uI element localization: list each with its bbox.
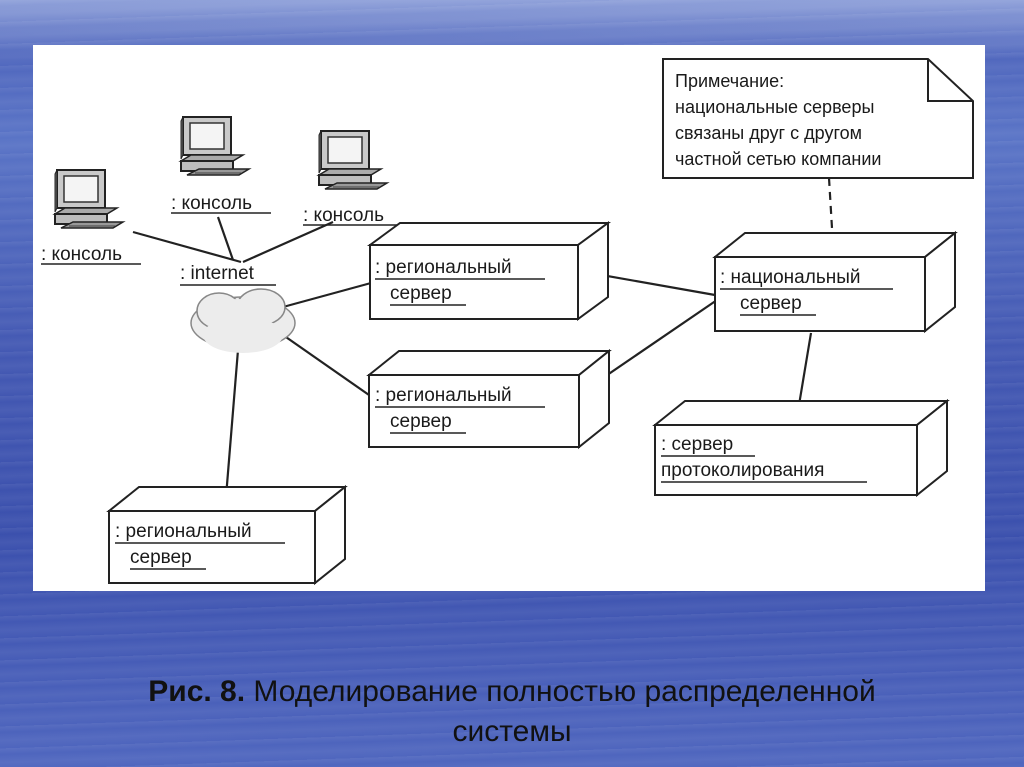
caption-prefix: Рис. 8. — [148, 675, 246, 708]
console-label: : консоль — [41, 244, 122, 265]
note-line-4: частной сетью компании — [675, 149, 881, 169]
node-label-line1: : региональный — [375, 385, 512, 406]
regional-server-node-2: : региональный сервер — [366, 348, 612, 450]
note-line-3: связаны друг с другом — [675, 123, 862, 143]
node-label-line2: сервер — [740, 293, 802, 314]
node-label-line2: протоколирования — [661, 460, 824, 481]
computer-icon — [180, 116, 250, 176]
computer-icon — [54, 169, 124, 229]
node-label-line1: : сервер — [661, 434, 733, 455]
node-label-line1: : национальный — [720, 267, 861, 288]
console-label: : консоль — [171, 193, 252, 214]
diagram-panel: : консоль : консоль : консоль : internet… — [33, 45, 985, 591]
note-line-1: Примечание: — [675, 71, 784, 91]
regional-server-node-3: : региональный сервер — [106, 484, 348, 586]
note: Примечание: национальные серверы связаны… — [662, 58, 974, 179]
internet-label: : internet — [180, 263, 255, 284]
node-label-line1: : региональный — [375, 257, 512, 278]
figure-caption: Рис. 8. Моделирование полностью распреде… — [40, 672, 984, 752]
caption-text-line2: системы — [452, 715, 572, 748]
note-line-2: национальные серверы — [675, 97, 874, 117]
console-node-1: : консоль — [41, 169, 141, 265]
node-label-line2: сервер — [390, 411, 452, 432]
logging-server-node: : сервер протоколирования — [652, 398, 950, 498]
computer-icon — [318, 130, 388, 190]
console-label: : консоль — [303, 205, 384, 226]
internet-node: : internet — [180, 263, 296, 353]
caption-text-line1: Моделирование полностью распределенной — [245, 675, 876, 708]
node-label-line2: сервер — [130, 547, 192, 568]
regional-server-node-1: : региональный сервер — [366, 221, 612, 321]
console-node-3: : консоль — [303, 130, 403, 226]
national-server-node: : национальный сервер — [712, 230, 958, 334]
cloud-icon — [190, 288, 296, 353]
console-node-2: : консоль — [171, 116, 271, 214]
node-label-line1: : региональный — [115, 521, 252, 542]
node-label-line2: сервер — [390, 283, 452, 304]
deployment-diagram: : консоль : консоль : консоль : internet… — [41, 58, 974, 586]
